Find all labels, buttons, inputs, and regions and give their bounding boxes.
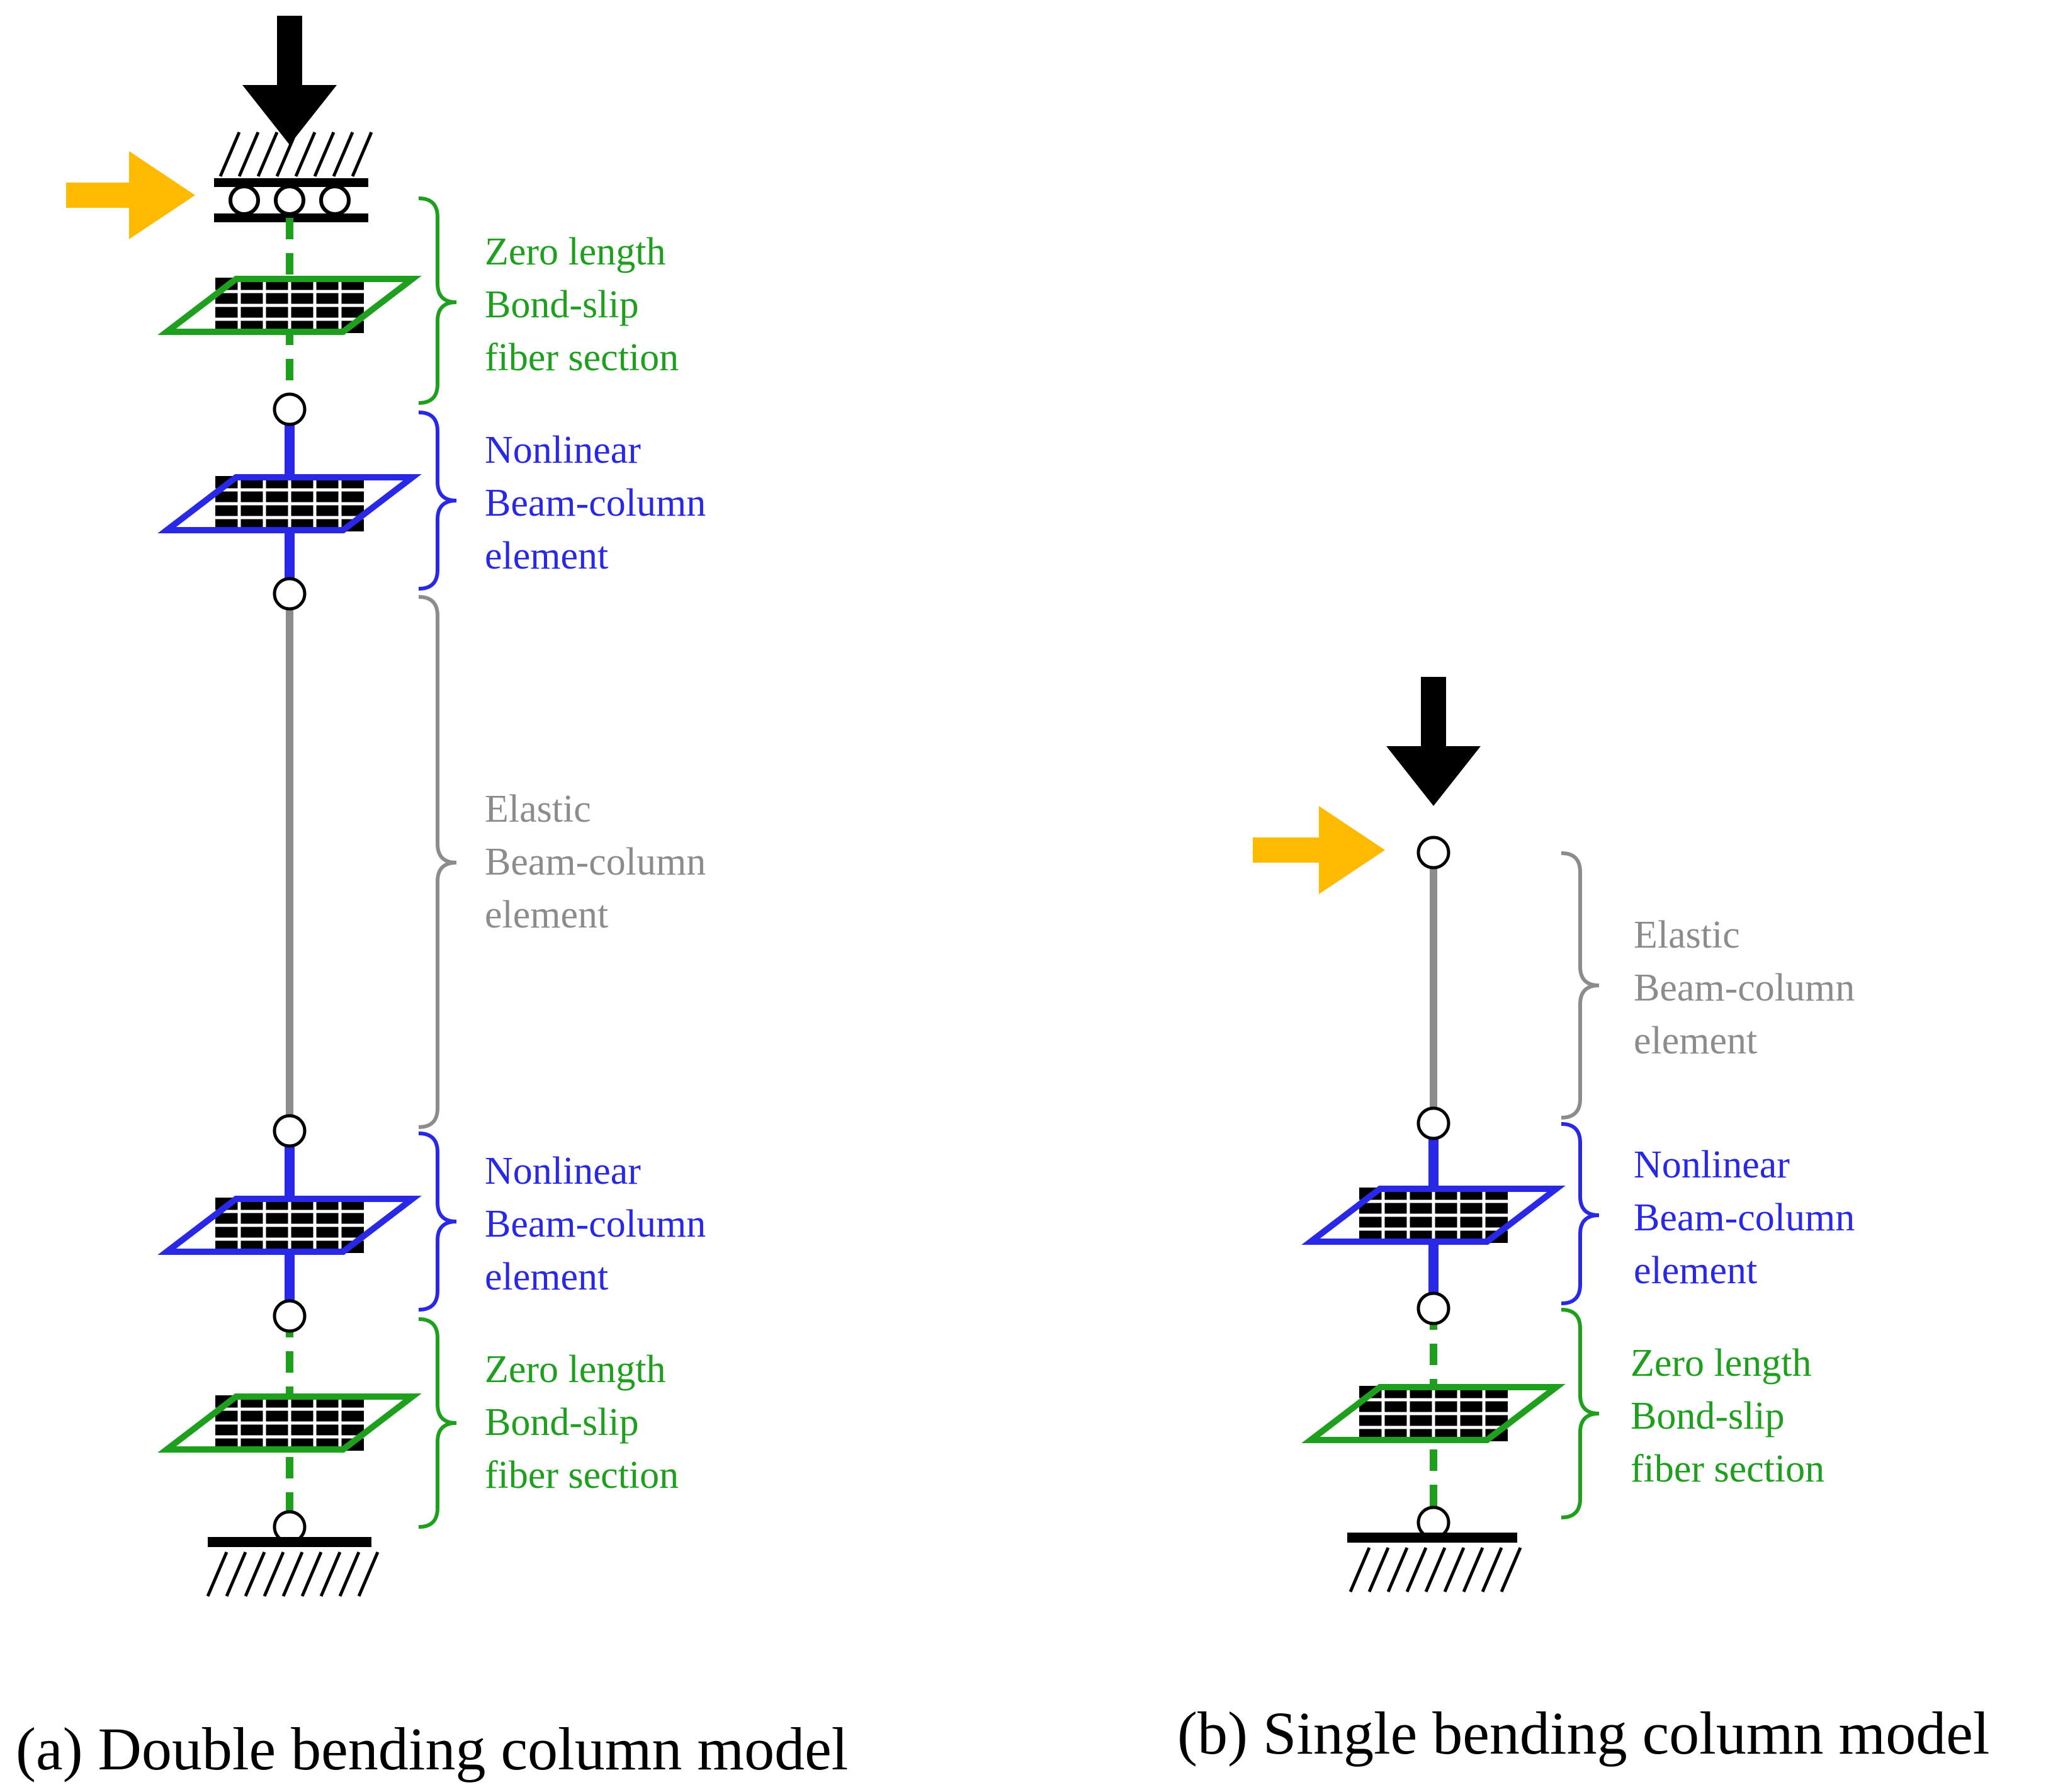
node-icon: [273, 392, 307, 426]
caption-single-bending: (b) Single bending column model: [1177, 1699, 1989, 1767]
axial-load-arrow-icon: [242, 16, 337, 145]
brace-bond-slip-top: [418, 196, 457, 405]
fixed-support-icon: [206, 1537, 380, 1597]
fiber-section-icon: [157, 276, 422, 335]
node-icon: [273, 1114, 307, 1148]
brace-nonlinear-top: [418, 411, 457, 591]
single-bending-model: Elastic Beam-column element Nonlinear Be…: [1177, 677, 1989, 1767]
fiber-section-icon: [157, 474, 422, 533]
double-bending-model: Zero length Bond-slip fiber section Nonl…: [16, 16, 848, 1783]
fiber-section-icon: [1301, 1186, 1566, 1245]
node-icon: [273, 1299, 307, 1333]
lateral-load-arrow-icon: [66, 151, 195, 239]
fiber-section-icon: [1301, 1384, 1566, 1443]
label-nonlinear: Nonlinear Beam-column element: [1634, 1143, 1865, 1292]
brace-nonlinear: [1561, 1122, 1600, 1305]
node-icon: [1416, 1291, 1450, 1325]
brace-nonlinear-bottom: [418, 1131, 457, 1312]
brace-bond-slip: [1561, 1308, 1600, 1519]
brace-elastic: [1561, 851, 1600, 1120]
label-nonlinear-top: Nonlinear Beam-column element: [485, 429, 716, 577]
lateral-load-arrow-icon: [1253, 806, 1385, 894]
fixed-support-icon: [1347, 1533, 1522, 1592]
label-zero-length: Zero length Bond-slip fiber section: [1631, 1342, 1824, 1490]
label-zero-length-top: Zero length Bond-slip fiber section: [485, 230, 679, 379]
label-nonlinear-bottom: Nonlinear Beam-column element: [485, 1150, 716, 1298]
brace-bond-slip-bottom: [418, 1317, 457, 1529]
fiber-section-icon: [157, 1393, 422, 1453]
caption-double-bending: (a) Double bending column model: [16, 1715, 848, 1783]
node-icon: [1416, 1106, 1450, 1140]
roller-support-icon: [214, 132, 373, 222]
node-icon: [273, 577, 307, 611]
brace-elastic: [418, 595, 457, 1129]
fiber-section-icon: [157, 1196, 422, 1255]
label-elastic: Elastic Beam-column element: [485, 788, 716, 936]
node-icon: [1416, 836, 1450, 870]
axial-load-arrow-icon: [1386, 677, 1481, 806]
label-elastic: Elastic Beam-column element: [1634, 914, 1865, 1062]
label-zero-length-bottom: Zero length Bond-slip fiber section: [485, 1348, 679, 1497]
